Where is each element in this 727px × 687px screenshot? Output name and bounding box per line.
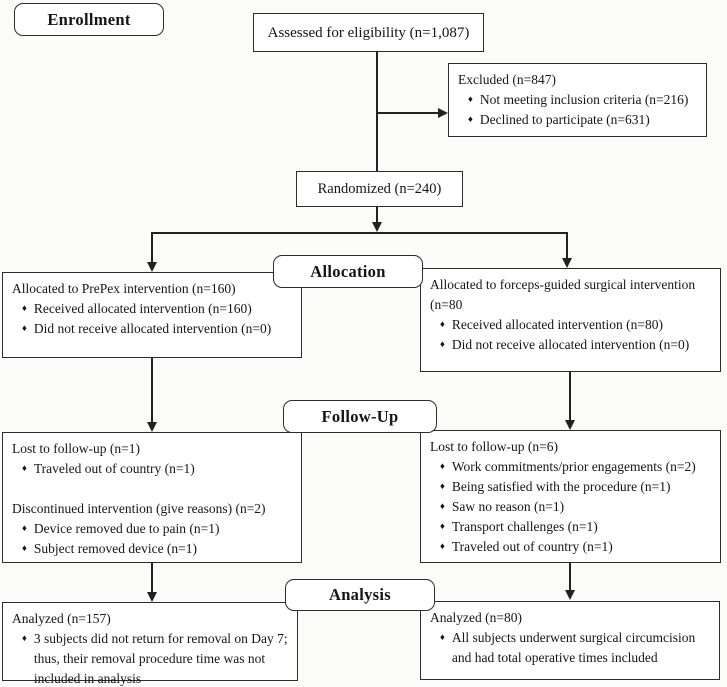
followup-right-bullet-text: Work commitments/prior engagements (n=2) [451, 459, 696, 474]
diamond-bullet-icon: ♦ [22, 324, 27, 334]
allocation-right-bullet: ♦ Received allocated intervention (n=80) [430, 315, 712, 335]
diamond-bullet-icon: ♦ [440, 542, 445, 552]
followup-right-bullet: ♦ Transport challenges (n=1) [430, 517, 712, 537]
allocation-right-bullet-text: Received allocated intervention (n=80) [451, 317, 664, 332]
diamond-bullet-icon: ♦ [468, 95, 473, 105]
analysis-right-box: Analyzed (n=80) ♦ All subjects underwent… [420, 601, 720, 680]
split-line [151, 232, 568, 234]
diamond-bullet-icon: ♦ [440, 502, 445, 512]
excluded-bullet-text: Declined to participate (n=631) [479, 112, 650, 127]
connector-alloc-to-fu-left [151, 357, 153, 423]
followup-left-bullet: ♦ Device removed due to pain (n=1) [12, 519, 293, 539]
stage-label-allocation-text: Allocation [310, 261, 386, 281]
allocation-left-box: Allocated to PrePex intervention (n=160)… [2, 272, 302, 358]
allocation-left-bullet: ♦ Did not receive allocated intervention… [12, 319, 293, 339]
excluded-bullet: ♦ Declined to participate (n=631) [458, 110, 698, 130]
excluded-box: Excluded (n=847) ♦ Not meeting inclusion… [448, 63, 707, 137]
followup-right-bullet: ♦ Traveled out of country (n=1) [430, 537, 712, 557]
arrowhead-split [372, 222, 382, 232]
analysis-left-bullet: ♦ 3 subjects did not return for removal … [12, 629, 289, 687]
followup-left-bullet: ♦ Traveled out of country (n=1) [12, 459, 293, 479]
followup-right-title: Lost to follow-up (n=6) [430, 439, 558, 454]
connector-fu-to-analysis-right [569, 559, 571, 591]
arrowhead-alloc-left [147, 262, 157, 272]
stage-label-analysis-text: Analysis [328, 585, 391, 604]
followup-right-bullet-text: Traveled out of country (n=1) [451, 539, 613, 554]
arrowhead-alloc-right [562, 258, 572, 268]
connector-randomized-to-split [376, 206, 378, 223]
stage-label-allocation: Allocation [273, 255, 423, 288]
assessed-text: Assessed for eligibility (n=1,087) [267, 24, 470, 41]
allocation-left-bullet-text: Received allocated intervention (n=160) [33, 301, 252, 316]
arrowhead-analysis-right [565, 590, 575, 600]
excluded-title: Excluded (n=847) [458, 72, 556, 87]
followup-left-box: Lost to follow-up (n=1) ♦ Traveled out o… [2, 432, 302, 563]
diamond-bullet-icon: ♦ [22, 304, 27, 314]
stage-label-analysis: Analysis [285, 579, 435, 611]
allocation-right-box: Allocated to forceps-guided surgical int… [420, 268, 721, 372]
followup-left-bullet: ♦ Subject removed device (n=1) [12, 539, 293, 559]
followup-right-bullet: ♦ Being satisfied with the procedure (n=… [430, 477, 712, 497]
connector-branch-excluded [377, 112, 438, 114]
followup-right-bullet: ♦ Saw no reason (n=1) [430, 497, 712, 517]
arrowhead-excluded [438, 108, 448, 118]
arrowhead-fu-left [147, 422, 157, 432]
diamond-bullet-icon: ♦ [440, 522, 445, 532]
allocation-right-title: Allocated to forceps-guided surgical int… [430, 277, 696, 312]
analysis-left-title: Analyzed (n=157) [12, 611, 111, 626]
allocation-right-bullet-text: Did not receive allocated intervention (… [451, 337, 690, 352]
stage-label-enrollment: Enrollment [14, 3, 164, 36]
connector-fu-to-analysis-left [151, 562, 153, 593]
diamond-bullet-icon: ♦ [440, 633, 445, 643]
diamond-bullet-icon: ♦ [22, 464, 27, 474]
blank-line [12, 479, 293, 499]
analysis-left-box: Analyzed (n=157) ♦ 3 subjects did not re… [2, 602, 298, 686]
stage-label-followup-text: Follow-Up [321, 406, 399, 426]
excluded-bullet: ♦ Not meeting inclusion criteria (n=216) [458, 90, 698, 110]
analysis-right-title: Analyzed (n=80) [430, 610, 522, 625]
excluded-bullet-text: Not meeting inclusion criteria (n=216) [479, 92, 689, 107]
followup-left-bullet-text: Subject removed device (n=1) [33, 541, 198, 556]
randomized-text: Randomized (n=240) [317, 181, 442, 197]
followup-left-title-lost: Lost to follow-up (n=1) [12, 441, 140, 456]
arrowhead-fu-right [565, 420, 575, 430]
followup-left-bullet-text: Device removed due to pain (n=1) [33, 521, 220, 536]
connector-split-to-alloc-right [566, 232, 568, 259]
diamond-bullet-icon: ♦ [440, 482, 445, 492]
analysis-right-bullet: ♦ All subjects underwent surgical circum… [430, 628, 711, 668]
allocation-left-bullet: ♦ Received allocated intervention (n=160… [12, 299, 293, 319]
followup-right-bullet-text: Being satisfied with the procedure (n=1) [451, 479, 671, 494]
stage-label-enrollment-text: Enrollment [47, 9, 131, 29]
analysis-right-bullet-text: All subjects underwent surgical circumci… [451, 630, 696, 665]
randomized-box: Randomized (n=240) [296, 171, 463, 207]
analysis-left-bullet-text: 3 subjects did not return for removal on… [33, 631, 288, 686]
connector-alloc-to-fu-right [569, 371, 571, 421]
followup-right-bullet: ♦ Work commitments/prior engagements (n=… [430, 457, 712, 477]
assessed-box: Assessed for eligibility (n=1,087) [253, 13, 484, 52]
followup-right-bullet-text: Transport challenges (n=1) [451, 519, 598, 534]
diamond-bullet-icon: ♦ [440, 462, 445, 472]
followup-left-bullet-text: Traveled out of country (n=1) [33, 461, 195, 476]
diamond-bullet-icon: ♦ [22, 544, 27, 554]
diamond-bullet-icon: ♦ [440, 340, 445, 350]
diamond-bullet-icon: ♦ [440, 320, 445, 330]
diamond-bullet-icon: ♦ [22, 524, 27, 534]
followup-left-title-discontinued: Discontinued intervention (give reasons)… [12, 501, 266, 516]
allocation-right-bullet: ♦ Did not receive allocated intervention… [430, 335, 712, 355]
allocation-left-title: Allocated to PrePex intervention (n=160) [12, 281, 236, 296]
stage-label-followup: Follow-Up [283, 400, 437, 433]
arrowhead-analysis-left [147, 592, 157, 602]
connector-split-to-alloc-left [151, 232, 153, 263]
diamond-bullet-icon: ♦ [468, 115, 473, 125]
followup-right-box: Lost to follow-up (n=6) ♦ Work commitmen… [420, 430, 721, 563]
allocation-left-bullet-text: Did not receive allocated intervention (… [33, 321, 272, 336]
connector-assessed-to-randomized [376, 52, 378, 171]
followup-right-bullet-text: Saw no reason (n=1) [451, 499, 565, 514]
diamond-bullet-icon: ♦ [22, 634, 27, 644]
